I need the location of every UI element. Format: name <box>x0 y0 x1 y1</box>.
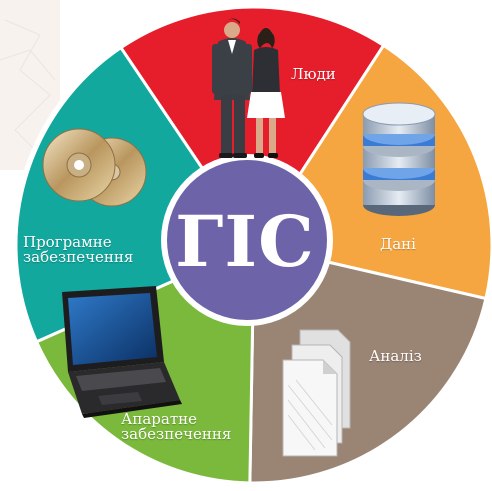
segment-people <box>118 5 386 248</box>
segment-label-line: Аналіз <box>369 347 422 365</box>
documents-icon <box>282 329 351 457</box>
segment-label-line: Апаратне <box>121 410 198 428</box>
segment-label-line: забезпечення <box>23 248 134 266</box>
segment-label-software: Програмне забезпечення <box>23 235 133 265</box>
center-circle <box>167 160 327 320</box>
center-label: ГІС <box>175 199 315 283</box>
segment-label-line: Люди <box>291 65 336 83</box>
segment-label-data: Дані <box>380 237 416 252</box>
segment-label-analysis: Аналіз <box>369 349 422 364</box>
segment-label-line: Дані <box>380 235 416 253</box>
people-icon <box>212 18 285 158</box>
database-icon <box>362 102 436 216</box>
segment-label-line: забезпечення <box>121 425 232 443</box>
segment-label-line: Програмне <box>23 233 112 251</box>
discs-icon <box>42 128 147 207</box>
laptop-icon <box>62 286 182 418</box>
segment-label-hardware: Апаратне забезпечення <box>121 412 231 442</box>
segment-label-people: Люди <box>291 67 336 82</box>
